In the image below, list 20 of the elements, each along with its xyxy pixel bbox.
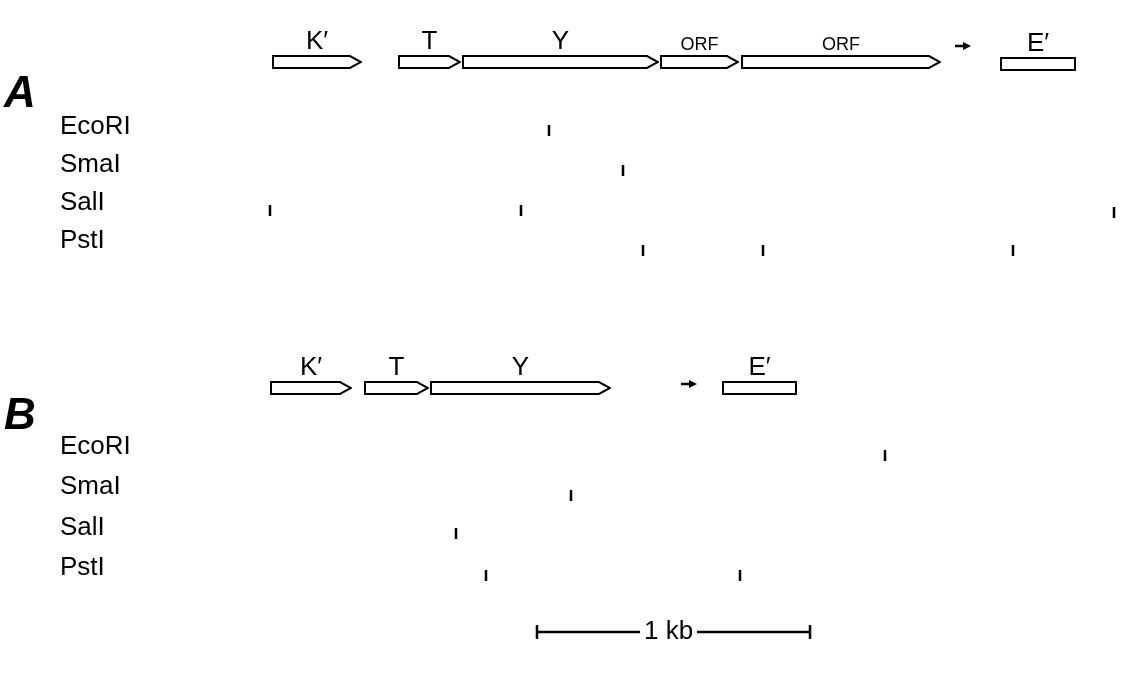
- gene-label: Y: [551, 27, 570, 55]
- gene-label: E′: [748, 353, 771, 381]
- gene-label: ORF: [822, 35, 860, 55]
- enzyme-name: EcoRI: [60, 112, 131, 138]
- enzyme-name: PstI: [60, 553, 105, 579]
- gene-label: Y: [511, 353, 530, 381]
- panel-letter: B: [4, 392, 36, 436]
- gene-label: K′: [305, 27, 329, 55]
- gene-label: T: [421, 27, 438, 55]
- gene-label: ORF: [680, 35, 719, 55]
- gene-label: T: [388, 353, 405, 381]
- gene-label: K′: [299, 353, 323, 381]
- enzyme-name: EcoRI: [60, 432, 131, 458]
- panel-letter: A: [4, 70, 36, 114]
- enzyme-name: SalI: [60, 513, 105, 539]
- enzyme-name: SmaI: [60, 150, 121, 176]
- enzyme-name: SalI: [60, 188, 105, 214]
- gene-label: E′: [1026, 29, 1050, 57]
- enzyme-name: PstI: [60, 226, 105, 252]
- enzyme-name: SmaI: [60, 472, 121, 498]
